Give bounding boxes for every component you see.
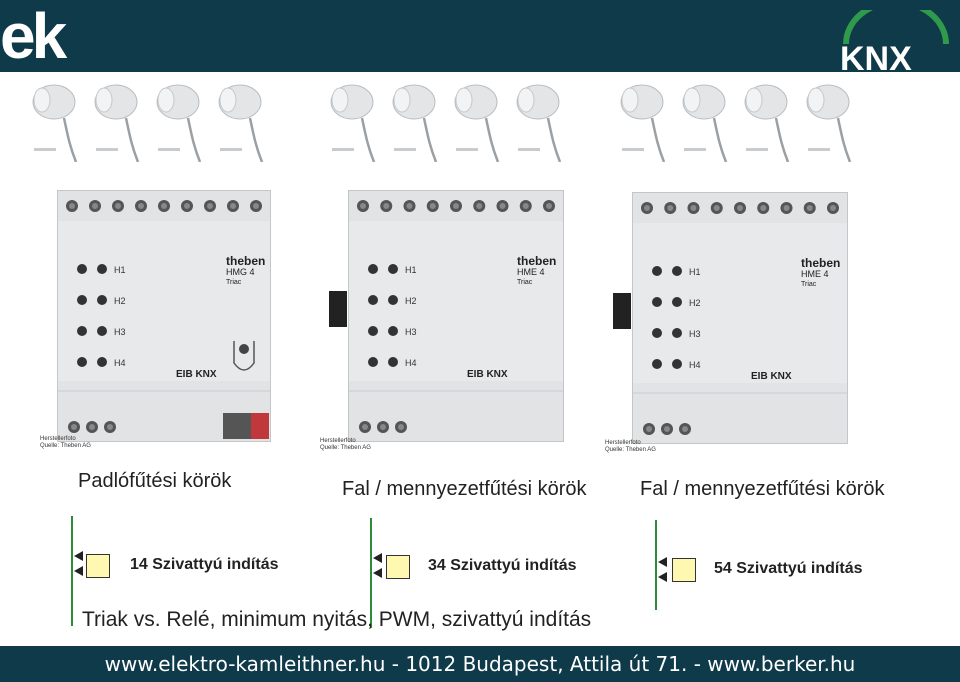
- bottom-caption: Triak vs. Relé, minimum nyitás, PWM, szi…: [82, 608, 592, 631]
- din-rail-clip: [613, 293, 631, 329]
- source-line-1: Herstellerfoto: [605, 440, 641, 446]
- relay-line-1: [71, 516, 73, 626]
- footer-bar: www.elektro-kamleithner.hu - 1012 Budape…: [0, 646, 960, 682]
- svg-text:Triac: Triac: [801, 281, 817, 288]
- svg-text:H2: H2: [689, 298, 701, 308]
- svg-text:Triac: Triac: [226, 279, 242, 286]
- arrow-icon: [74, 551, 83, 561]
- svg-text:H2: H2: [114, 296, 126, 306]
- relay-contact-box-1: [86, 554, 110, 578]
- knx-logo: KNX: [840, 10, 949, 72]
- valve-actuator-icon: [744, 84, 790, 162]
- valve-actuator-icon: [806, 84, 852, 162]
- valve-actuator-icon: [454, 84, 500, 162]
- relay-contact-box-3: [672, 558, 696, 582]
- valve-actuator-icon: [156, 84, 202, 162]
- relay-label-3: 54 Szivattyú indítás: [714, 560, 863, 577]
- svg-text:H3: H3: [689, 329, 701, 339]
- svg-text:H1: H1: [689, 267, 701, 277]
- svg-text:Triac: Triac: [517, 279, 533, 286]
- header-bar: ek KNX: [0, 0, 960, 72]
- svg-text:HMG 4: HMG 4: [226, 267, 255, 277]
- module-caption-1: Padlófűtési körök: [78, 470, 232, 492]
- svg-text:H1: H1: [114, 265, 126, 275]
- source-line-2: Quelle: Theben AG: [40, 443, 91, 449]
- svg-text:theben: theben: [517, 254, 556, 268]
- valve-actuator-icon: [516, 84, 562, 162]
- valve-actuator-icon: [330, 84, 376, 162]
- svg-text:HME 4: HME 4: [517, 267, 545, 277]
- arrow-icon: [658, 557, 667, 567]
- valve-actuator-icon: [620, 84, 666, 162]
- arrow-icon: [373, 568, 382, 578]
- ek-logo: ek: [0, 0, 67, 72]
- svg-text:EIB KNX: EIB KNX: [467, 369, 508, 380]
- svg-text:H3: H3: [114, 327, 126, 337]
- relay-label-1: 14 Szivattyú indítás: [130, 556, 279, 573]
- arrow-icon: [373, 553, 382, 563]
- arrow-icon: [74, 566, 83, 576]
- relay-contact-box-2: [386, 555, 410, 579]
- svg-text:theben: theben: [801, 256, 840, 270]
- svg-text:H2: H2: [405, 296, 417, 306]
- svg-text:theben: theben: [226, 254, 265, 268]
- module-caption-3: Fal / mennyezetfűtési körök: [640, 478, 885, 500]
- svg-text:H1: H1: [405, 265, 417, 275]
- svg-text:H4: H4: [689, 360, 701, 370]
- svg-text:EIB KNX: EIB KNX: [176, 369, 217, 380]
- din-rail-clip: [329, 291, 347, 327]
- valve-actuator-icon: [392, 84, 438, 162]
- valve-actuator-icon: [682, 84, 728, 162]
- arrow-icon: [658, 572, 667, 582]
- svg-text:EIB KNX: EIB KNX: [751, 371, 792, 382]
- source-line-2: Quelle: Theben AG: [605, 447, 656, 453]
- source-line-1: Herstellerfoto: [320, 438, 356, 444]
- source-line-1: Herstellerfoto: [40, 436, 76, 442]
- relay-line-3: [655, 520, 657, 610]
- valve-actuator-icon: [94, 84, 140, 162]
- valve-actuator-icon: [32, 84, 78, 162]
- svg-text:H3: H3: [405, 327, 417, 337]
- source-line-2: Quelle: Theben AG: [320, 445, 371, 451]
- svg-text:KNX: KNX: [840, 40, 912, 72]
- svg-text:H4: H4: [405, 358, 417, 368]
- valve-actuator-icon: [218, 84, 264, 162]
- relay-line-2: [370, 518, 372, 628]
- module-caption-2: Fal / mennyezetfűtési körök: [342, 478, 587, 500]
- svg-text:H4: H4: [114, 358, 126, 368]
- relay-label-2: 34 Szivattyú indítás: [428, 557, 577, 574]
- svg-text:HME 4: HME 4: [801, 269, 829, 279]
